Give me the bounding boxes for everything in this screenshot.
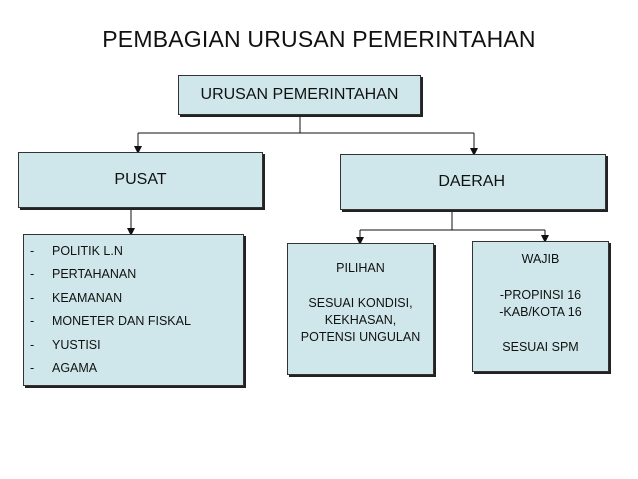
pilihan-node: PILIHAN SESUAI KONDISI, KEKHASAN, POTENS… bbox=[287, 243, 434, 375]
wajib-line: -KAB/KOTA 16 bbox=[499, 305, 582, 319]
wajib-line: -PROPINSI 16 bbox=[499, 288, 582, 302]
pusat-node: PUSAT bbox=[18, 152, 263, 208]
daerah-node: DAERAH bbox=[340, 154, 606, 210]
list-item: -POLITIK L.N bbox=[30, 243, 123, 258]
list-item: -MONETER DAN FISKAL bbox=[30, 314, 191, 329]
list-item: -PERTAHANAN bbox=[30, 267, 137, 282]
pilihan-line: SESUAI KONDISI, bbox=[308, 296, 413, 310]
pusat-items-box: -POLITIK L.N -PERTAHANAN -KEAMANAN -MONE… bbox=[23, 234, 244, 386]
daerah-node-label: DAERAH bbox=[438, 173, 505, 190]
list-item: -YUSTISI bbox=[30, 337, 101, 352]
list-item: -KEAMANAN bbox=[30, 290, 123, 305]
pilihan-line: POTENSI UNGULAN bbox=[300, 330, 421, 344]
pilihan-heading: PILIHAN bbox=[336, 261, 385, 275]
pusat-node-label: PUSAT bbox=[114, 171, 167, 188]
wajib-node: WAJIB -PROPINSI 16 -KAB/KOTA 16 SESUAI S… bbox=[472, 241, 609, 372]
page-title: PEMBAGIAN URUSAN PEMERINTAHAN bbox=[102, 26, 536, 52]
root-node: URUSAN PEMERINTAHAN bbox=[178, 75, 421, 115]
list-item: -AGAMA bbox=[30, 361, 98, 376]
pilihan-line: KEKHASAN, bbox=[324, 313, 397, 327]
pusat-items-list: -POLITIK L.N -PERTAHANAN -KEAMANAN -MONE… bbox=[24, 239, 243, 380]
wajib-footer: SESUAI SPM bbox=[502, 340, 579, 354]
root-node-label: URUSAN PEMERINTAHAN bbox=[200, 86, 399, 103]
wajib-heading: WAJIB bbox=[521, 252, 560, 266]
